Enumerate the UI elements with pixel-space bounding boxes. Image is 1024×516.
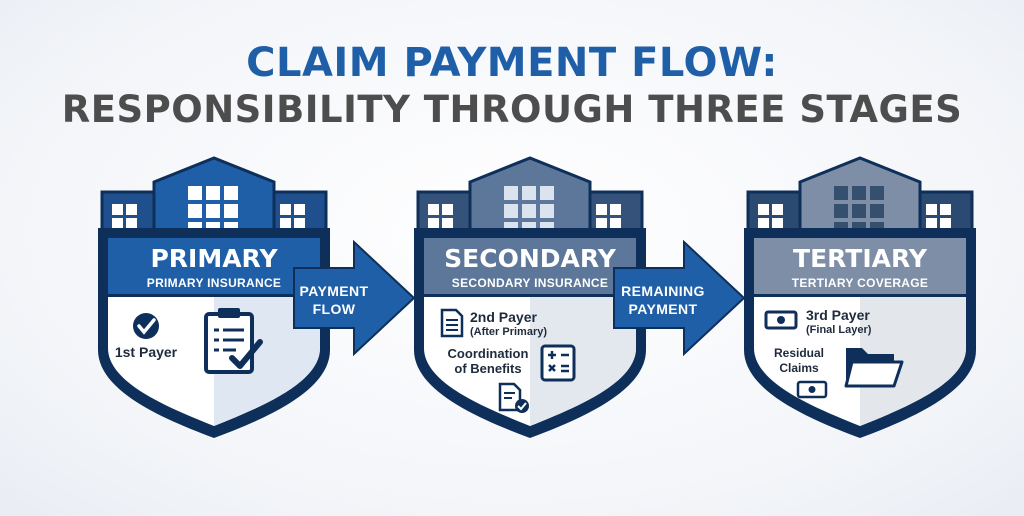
diagram-title: CLAIM PAYMENT FLOW: — [246, 40, 778, 86]
clipboard-check-icon — [204, 308, 263, 374]
residual-label: Residual Claims — [768, 346, 830, 376]
diagram-subtitle: RESPONSIBILITY THROUGH THREE STAGES — [61, 88, 963, 131]
payer-label: 1st Payer — [114, 344, 178, 360]
stage-name: SECONDARY — [444, 244, 616, 273]
payer-label: 2nd Payer — [470, 309, 537, 325]
stage-secondary: SECONDARY SECONDARY INSURANCE 2nd Payer … — [404, 150, 656, 450]
secondary-shield-graphic — [414, 156, 646, 438]
stage-name: TERTIARY — [793, 244, 927, 273]
payer-label: 3rd Payer — [806, 307, 870, 323]
money-bill-icon — [796, 380, 828, 399]
detail-line: of Benefits — [454, 361, 522, 376]
checkmark-circle-icon — [133, 313, 159, 339]
payer-note: (After Primary) — [470, 326, 548, 338]
document-icon — [440, 308, 464, 338]
folder-icon — [844, 348, 904, 388]
primary-shield-graphic — [98, 156, 330, 438]
money-bill-icon — [764, 310, 798, 330]
arrow-label-line: PAYMENT — [299, 283, 369, 299]
arrow-label-line: REMAINING — [621, 283, 705, 299]
arrow-label-line: PAYMENT — [628, 301, 698, 317]
coordination-label: Coordination of Benefits — [442, 346, 534, 376]
stage-name: PRIMARY — [150, 244, 278, 273]
flow-arrow-2 — [613, 240, 746, 357]
stage-primary: PRIMARY PRIMARY INSURANCE 1st Payer — [88, 150, 340, 450]
arrow-label-1: PAYMENT FLOW — [292, 282, 376, 318]
arrow-label-2: REMAINING PAYMENT — [614, 282, 712, 318]
detail-line: Residual — [773, 346, 824, 360]
stage-subtitle: TERTIARY COVERAGE — [791, 276, 929, 290]
stage-subtitle: PRIMARY INSURANCE — [146, 276, 282, 290]
detail-line: Claims — [779, 361, 819, 375]
tertiary-shield-graphic — [744, 156, 976, 438]
payer-note: (Final Layer) — [806, 324, 872, 336]
detail-line: Coordination — [447, 346, 529, 361]
stage-subtitle: SECONDARY INSURANCE — [451, 276, 609, 290]
calculator-icon — [540, 344, 576, 382]
arrow-label-line: FLOW — [312, 301, 356, 317]
stage-tertiary: TERTIARY TERTIARY COVERAGE 3rd Payer (Fi… — [734, 150, 986, 450]
flow-arrow-1 — [293, 240, 416, 357]
document-check-icon — [498, 382, 529, 413]
